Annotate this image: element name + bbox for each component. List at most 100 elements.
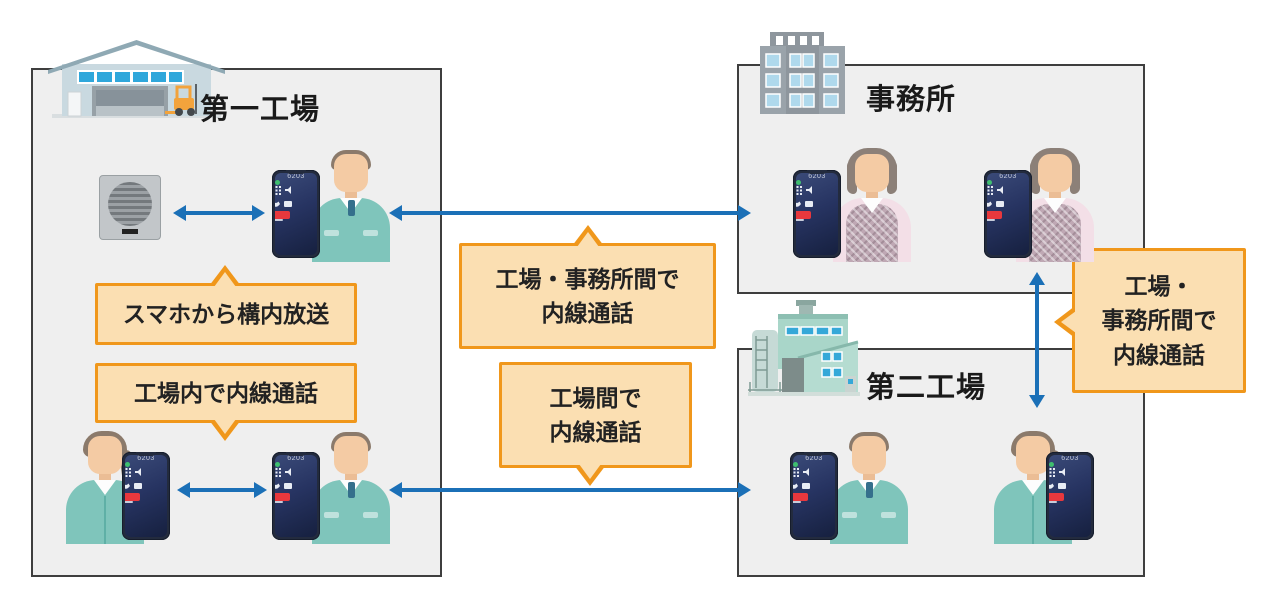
- callout-line: 工場内で内線通話: [134, 379, 318, 406]
- chest-pocket: [842, 512, 857, 518]
- factory2-label: 第二工場: [866, 372, 987, 404]
- tie: [866, 482, 873, 498]
- home-indicator: [275, 219, 283, 221]
- smartphone-office-staff-2: 6203: [984, 170, 1032, 258]
- call-screen: 6203: [987, 173, 1029, 255]
- callout-line: スマホから構内放送: [122, 300, 330, 327]
- collar: [861, 198, 883, 213]
- home-indicator: [1049, 501, 1057, 503]
- callout-line: 内線通話: [541, 300, 634, 326]
- callout-line: 工場・: [1124, 272, 1194, 299]
- call-icons: [125, 467, 143, 493]
- call-screen: 6203: [793, 455, 835, 537]
- face: [334, 436, 368, 474]
- extension-number: 6203: [805, 455, 823, 462]
- end-call-button: [793, 493, 808, 501]
- factory2-worker-man: [830, 432, 908, 544]
- checkered-vest: [846, 204, 898, 262]
- chest-pocket: [324, 512, 339, 518]
- end-call-button: [275, 211, 290, 219]
- home-indicator: [275, 501, 283, 503]
- phone-notch: [807, 170, 827, 174]
- speaker-grille: [108, 182, 152, 226]
- face: [855, 154, 889, 192]
- phone-notch: [1060, 452, 1080, 456]
- extension-number: 6203: [808, 173, 826, 180]
- chest-pocket: [363, 512, 378, 518]
- collar: [1044, 198, 1066, 213]
- end-call-button: [987, 211, 1002, 219]
- call-status-icon: [796, 180, 801, 185]
- callout-line: 事務所間で: [1101, 307, 1217, 334]
- call-icons: [1049, 467, 1067, 493]
- chest-pocket: [363, 230, 378, 236]
- callout-line: 工場・事務所間で: [495, 265, 680, 292]
- collar: [1022, 480, 1044, 495]
- pa-speaker-icon: [99, 175, 161, 240]
- call-icons: [275, 185, 293, 211]
- home-indicator: [793, 501, 801, 503]
- callout-factory-office-center: 工場・事務所間で 内線通話: [459, 225, 716, 349]
- call-status-icon: [275, 180, 280, 185]
- phone-notch: [286, 452, 306, 456]
- tie: [348, 200, 355, 216]
- extension-number: 6203: [999, 173, 1017, 180]
- end-call-button: [125, 493, 140, 501]
- jacket-zip: [1032, 496, 1034, 544]
- face: [88, 436, 122, 474]
- smartphone-factory2-worker-man: 6203: [790, 452, 838, 540]
- call-screen: 6203: [275, 455, 317, 537]
- chest-pocket: [324, 230, 339, 236]
- smartphone-office-staff-1: 6203: [793, 170, 841, 258]
- call-icons: [987, 185, 1005, 211]
- face: [334, 154, 368, 192]
- factory1-worker-top: [312, 150, 390, 262]
- phone-notch: [998, 170, 1018, 174]
- callout-factory-to-factory: 工場間で 内線通話: [499, 362, 692, 486]
- office-label: 事務所: [866, 84, 957, 116]
- call-status-icon: [125, 462, 130, 467]
- smartphone-factory1-worker-woman: 6203: [122, 452, 170, 540]
- checkered-vest: [1029, 204, 1081, 262]
- hair-lock: [1070, 160, 1080, 194]
- end-call-button: [796, 211, 811, 219]
- factory1-label: 第一工場: [200, 94, 321, 126]
- end-call-button: [1049, 493, 1064, 501]
- face: [852, 436, 886, 474]
- call-icons: [275, 467, 293, 493]
- phone-notch: [286, 170, 306, 174]
- home-indicator: [796, 219, 804, 221]
- call-status-icon: [1049, 462, 1054, 467]
- arrow-factory1-to-office: [389, 205, 751, 221]
- call-screen: 6203: [796, 173, 838, 255]
- extension-number: 6203: [137, 455, 155, 462]
- phone-notch: [804, 452, 824, 456]
- smartphone-factory2-worker-woman: 6203: [1046, 452, 1094, 540]
- hair-lock: [847, 160, 857, 194]
- extension-number: 6203: [1061, 455, 1079, 462]
- tie: [348, 482, 355, 498]
- face: [1038, 154, 1072, 192]
- jacket-zip: [104, 496, 106, 544]
- smartphone-factory1-worker-top: 6203: [272, 170, 320, 258]
- arrow-factory1-to-factory2: [389, 482, 751, 498]
- smartphone-factory1-worker-bottom: 6203: [272, 452, 320, 540]
- office-staff-1: [833, 148, 911, 262]
- call-icons: [796, 185, 814, 211]
- callout-factory-internal: 工場内で内線通話: [95, 363, 357, 441]
- end-call-button: [275, 493, 290, 501]
- callout-line: 工場間で: [549, 384, 642, 411]
- home-indicator: [987, 219, 995, 221]
- callout-factory-office-right: 工場・ 事務所間で 内線通話: [1054, 248, 1246, 393]
- call-status-icon: [987, 180, 992, 185]
- call-status-icon: [275, 462, 280, 467]
- speaker-slot: [122, 229, 138, 234]
- collar: [94, 480, 116, 495]
- call-screen: 6203: [125, 455, 167, 537]
- call-status-icon: [793, 462, 798, 467]
- callout-broadcast: スマホから構内放送: [95, 265, 357, 345]
- call-screen: 6203: [275, 173, 317, 255]
- hair-lock: [1030, 160, 1040, 194]
- phone-notch: [136, 452, 156, 456]
